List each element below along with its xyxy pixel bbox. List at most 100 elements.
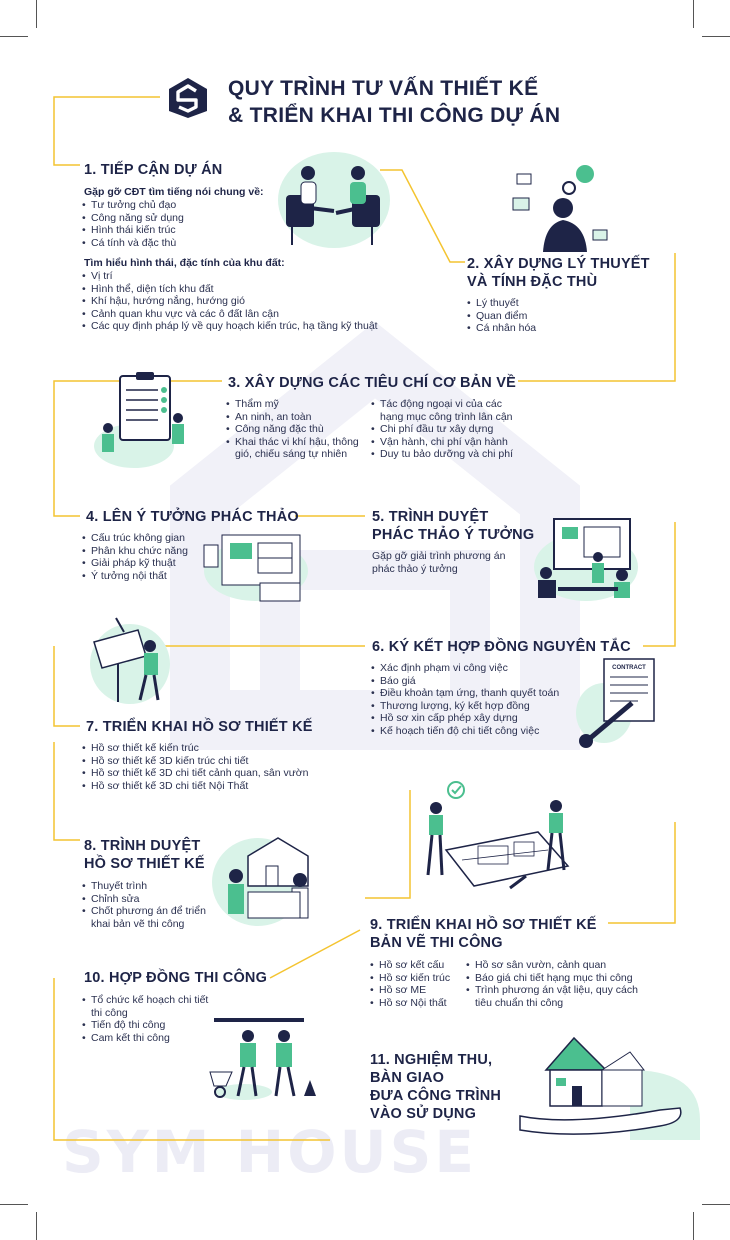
thinking-man-illustration <box>512 165 608 252</box>
list-item: Tiến độ thi công <box>82 1019 212 1032</box>
list-item: Thẩm mỹ <box>226 398 366 411</box>
list-item: Thuyết trình <box>82 880 222 893</box>
list-item: Khai thác vi khí hậu, thông gió, chiếu s… <box>226 436 366 461</box>
contract-label: CONTRACT <box>612 665 646 671</box>
list-item: Hình thái kiến trúc <box>82 224 184 237</box>
list-item: Báo giá <box>371 675 581 688</box>
list-item: Chỉnh sửa <box>82 893 222 906</box>
list-item: Hồ sơ kiến trúc <box>370 972 470 985</box>
list-item: Cá tính và đặc thù <box>82 237 184 250</box>
drafting-desk-illustration <box>90 617 170 704</box>
step2-title-line2: VÀ TÍNH ĐẶC THÙ <box>467 274 598 290</box>
list-item: An ninh, an toàn <box>226 411 366 424</box>
step1-title: 1. TIẾP CẬN DỰ ÁN <box>84 162 223 178</box>
step1-group2-list: Vị trí Hình thể, diện tích khu đất Khí h… <box>82 270 412 333</box>
step9-title-line1: 9. TRIỂN KHAI HỒ SƠ THIẾT KẾ <box>370 917 597 933</box>
list-item: Quan điểm <box>467 310 536 323</box>
step2-title-line1: 2. XÂY DỰNG LÝ THUYẾT <box>467 256 650 272</box>
list-item: Hình thể, diện tích khu đất <box>82 283 412 296</box>
crop-mark <box>693 1212 694 1240</box>
step8-title-line1: 8. TRÌNH DUYỆT <box>84 838 201 854</box>
step2-list: Lý thuyết Quan điểm Cá nhân hóa <box>467 297 536 335</box>
list-item: Trình phương án vật liệu, quy cách tiêu … <box>466 984 656 1009</box>
list-item: Cảnh quan khu vực và các ô đất lân cận <box>82 308 412 321</box>
step9-title-line2: BẢN VẼ THI CÔNG <box>370 935 503 951</box>
step10-list: Tổ chức kế hoạch chi tiết thi công Tiến … <box>82 994 212 1044</box>
step5-title-line1: 5. TRÌNH DUYỆT <box>372 509 489 525</box>
step6-list: Xác định phạm vi công việc Báo giá Điều … <box>371 662 581 738</box>
step8-title-line2: HỒ SƠ THIẾT KẾ <box>84 856 205 872</box>
list-item: Cá nhân hóa <box>467 322 536 335</box>
step10-title: 10. HỢP ĐỒNG THI CÔNG <box>84 970 268 986</box>
list-item: Công năng đặc thù <box>226 423 366 436</box>
step5-text: Gặp gỡ giải trình phương án phác thảo ý … <box>372 550 506 575</box>
sym-house-logo-icon <box>169 78 207 118</box>
list-item: Chi phí đầu tư xây dựng <box>371 423 521 436</box>
crop-mark <box>702 36 730 37</box>
step4-list: Cấu trúc không gian Phân khu chức năng G… <box>82 532 188 582</box>
step3-col2-list: Tác động ngoại vi của các hạng mục công … <box>371 398 521 461</box>
list-item: Chốt phương án để triển khai bản vẽ thi … <box>82 905 222 930</box>
step11-title-line2: BÀN GIAO <box>370 1070 445 1086</box>
step6-title: 6. KÝ KẾT HỢP ĐỒNG NGUYÊN TẮC <box>372 639 631 655</box>
step1-group1-list: Tư tưởng chủ đạo Công năng sử dụng Hình … <box>82 199 184 249</box>
list-item: Vận hành, chi phí vận hành <box>371 436 521 449</box>
step9-col1-list: Hồ sơ kết cấu Hồ sơ kiến trúc Hồ sơ ME H… <box>370 959 470 1009</box>
list-item: Kế hoạch tiến độ chi tiết công việc <box>371 725 581 738</box>
list-item: Điều khoản tạm ứng, thanh quyết toán <box>371 687 581 700</box>
list-item: Báo giá chi tiết hạng mục thi công <box>466 972 656 985</box>
list-item: Công năng sử dụng <box>82 212 184 225</box>
list-item: Thương lượng, ký kết hợp đồng <box>371 700 581 713</box>
list-item: Khí hậu, hướng nắng, hướng gió <box>82 295 412 308</box>
construction-workers-illustration <box>209 1018 316 1100</box>
step11-title-line3: ĐƯA CÔNG TRÌNH <box>370 1088 502 1104</box>
list-item: Cấu trúc không gian <box>82 532 188 545</box>
blueprint-team-illustration <box>426 781 570 890</box>
checklist-illustration <box>94 372 184 468</box>
step3-col1-list: Thẩm mỹ An ninh, an toàn Công năng đặc t… <box>226 398 366 461</box>
list-item: Giải pháp kỹ thuật <box>82 557 188 570</box>
list-item: Vị trí <box>82 270 412 283</box>
step9-col2-list: Hồ sơ sân vườn, cảnh quan Báo giá chi ti… <box>466 959 656 1009</box>
step11-title-line1: 11. NGHIỆM THU, <box>370 1052 493 1068</box>
meeting-illustration <box>278 152 390 248</box>
presentation-illustration <box>534 518 638 601</box>
step7-list: Hồ sơ thiết kế kiến trúc Hồ sơ thiết kế … <box>82 742 362 792</box>
step1-group1-heading: Gặp gỡ CĐT tìm tiếng nói chung về: <box>84 186 264 198</box>
crop-mark <box>0 1204 28 1205</box>
step4-title: 4. LÊN Ý TƯỞNG PHÁC THẢO <box>86 509 299 525</box>
step8-list: Thuyết trình Chỉnh sửa Chốt phương án để… <box>82 880 222 930</box>
list-item: Tác động ngoại vi của các hạng mục công … <box>371 398 521 423</box>
list-item: Ý tưởng nội thất <box>82 570 188 583</box>
watermark-text: SYM HOUSE <box>62 1118 478 1186</box>
crop-mark <box>702 1204 730 1205</box>
crop-mark <box>36 1212 37 1240</box>
list-item: Các quy định pháp lý về quy hoạch kiến t… <box>82 320 412 333</box>
list-item: Phân khu chức năng <box>82 545 188 558</box>
crop-mark <box>693 0 694 28</box>
list-item: Tư tưởng chủ đạo <box>82 199 184 212</box>
page-title-line1: QUY TRÌNH TƯ VẤN THIẾT KẾ <box>228 77 539 100</box>
list-item: Duy tu bảo dưỡng và chi phí <box>371 448 521 461</box>
house-in-hand-illustration <box>519 1036 700 1140</box>
step5-title-line2: PHÁC THẢO Ý TƯỞNG <box>372 527 535 543</box>
step3-title: 3. XÂY DỰNG CÁC TIÊU CHÍ CƠ BẢN VỀ <box>228 375 516 391</box>
step7-title: 7. TRIỂN KHAI HỒ SƠ THIẾT KẾ <box>86 719 313 735</box>
list-item: Hồ sơ xin cấp phép xây dựng <box>371 712 581 725</box>
crop-mark <box>36 0 37 28</box>
crop-mark <box>0 36 28 37</box>
list-item: Hồ sơ thiết kế 3D kiến trúc chi tiết <box>82 755 362 768</box>
step11-title-line4: VÀO SỬ DỤNG <box>370 1106 477 1122</box>
list-item: Hồ sơ kết cấu <box>370 959 470 972</box>
list-item: Hồ sơ thiết kế 3D chi tiết Nội Thất <box>82 780 362 793</box>
contract-illustration: CONTRACT <box>576 658 655 748</box>
list-item: Hồ sơ thiết kế 3D chi tiết cảnh quan, sâ… <box>82 767 362 780</box>
list-item: Cam kết thi công <box>82 1032 212 1045</box>
page-title-line2: & TRIỂN KHAI THI CÔNG DỰ ÁN <box>228 104 561 127</box>
list-item: Xác định phạm vi công việc <box>371 662 581 675</box>
background-house-watermark <box>170 321 580 750</box>
list-item: Hồ sơ sân vườn, cảnh quan <box>466 959 656 972</box>
engineers-review-illustration <box>212 837 309 926</box>
list-item: Hồ sơ Nội thất <box>370 997 470 1010</box>
